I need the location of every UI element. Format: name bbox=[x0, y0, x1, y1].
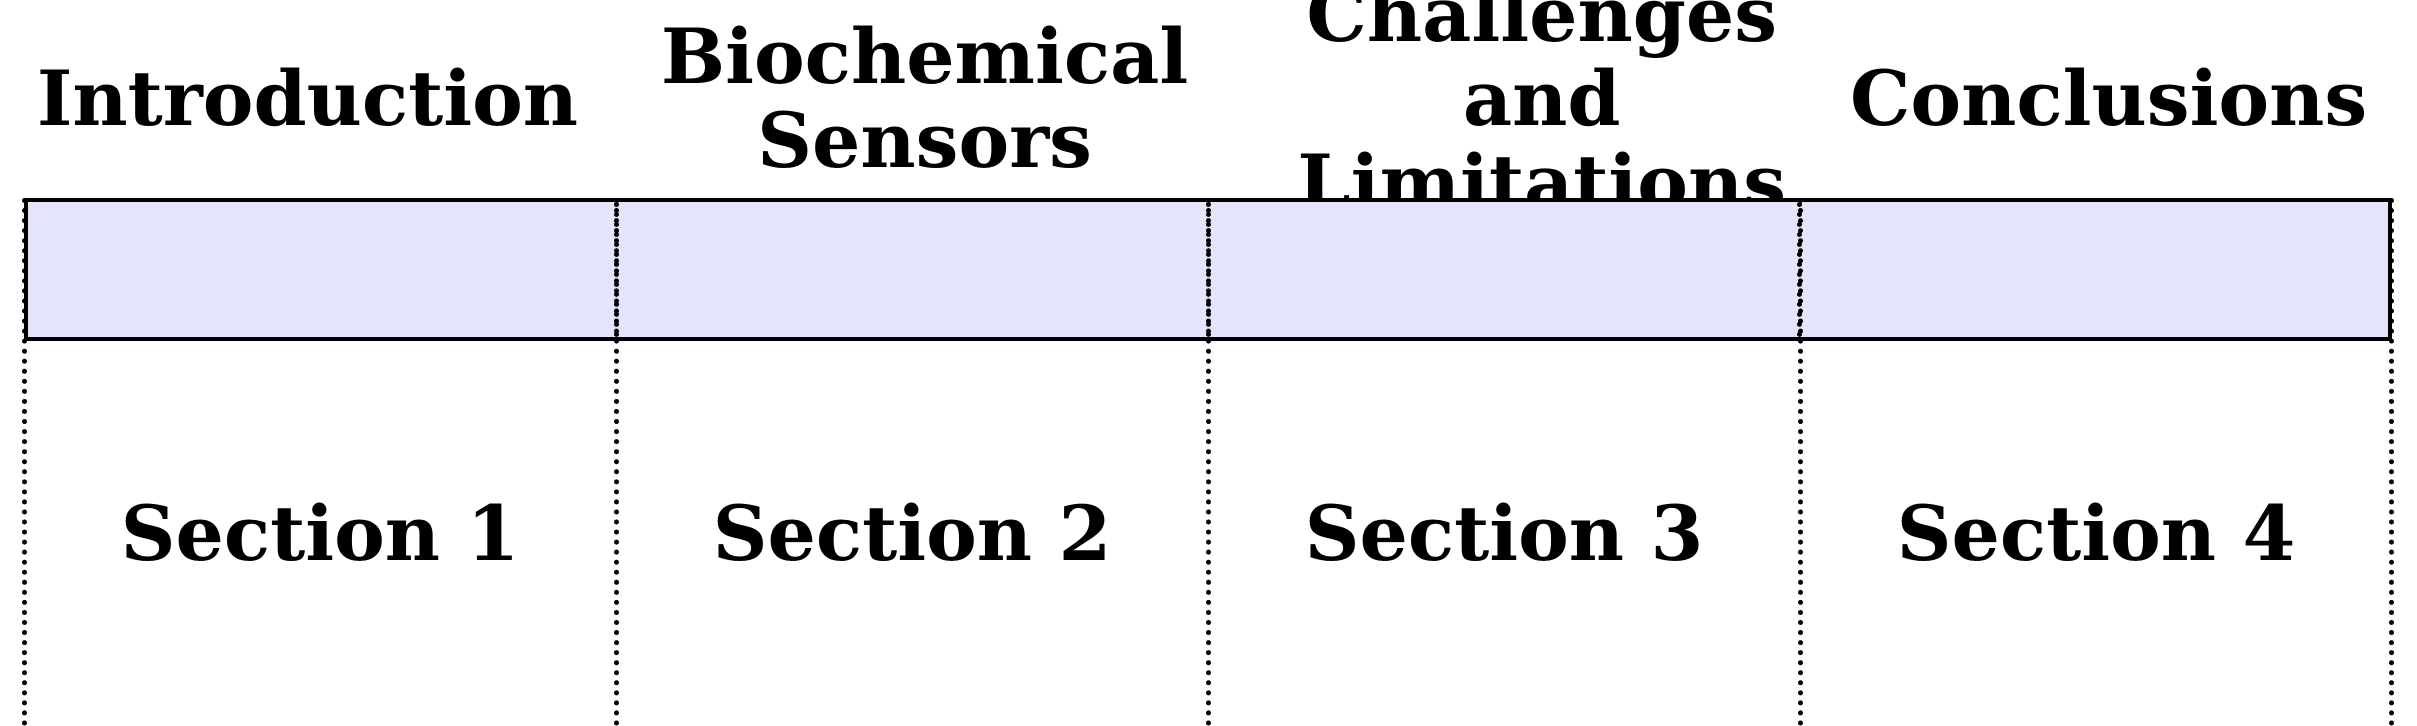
section-4-label: Section 4 bbox=[1896, 488, 2296, 578]
section-headings-row: Introduction Biochemical Sensors Challen… bbox=[24, 0, 2392, 225]
divider-left-edge bbox=[22, 198, 27, 726]
section-cell-1: Section 1 bbox=[24, 341, 616, 726]
divider-3-4 bbox=[1798, 198, 1803, 726]
section-numbers-row: Section 1 Section 2 Section 3 Section 4 bbox=[24, 341, 2392, 726]
heading-cell-2: Biochemical Sensors bbox=[591, 0, 1258, 198]
section-1-label: Section 1 bbox=[120, 488, 520, 578]
divider-1-2 bbox=[614, 198, 619, 726]
divider-right-edge bbox=[2389, 198, 2394, 726]
section-cell-4: Section 4 bbox=[1800, 341, 2392, 726]
divider-2-3 bbox=[1206, 198, 1211, 726]
section-cell-2: Section 2 bbox=[616, 341, 1208, 726]
band-segment-2 bbox=[614, 202, 1205, 337]
heading-biochemical-sensors: Biochemical Sensors bbox=[660, 12, 1189, 185]
band-segment-4 bbox=[1796, 202, 2388, 337]
heading-challenges-and-limitations: Challenges and Limitations bbox=[1297, 0, 1787, 227]
section-2-label: Section 2 bbox=[712, 488, 1112, 578]
band-segment-3 bbox=[1205, 202, 1797, 337]
section-cell-3: Section 3 bbox=[1208, 341, 1800, 726]
heading-introduction: Introduction bbox=[36, 54, 579, 143]
band-segment-1 bbox=[28, 202, 614, 337]
heading-cell-3: Challenges and Limitations bbox=[1258, 0, 1825, 225]
heading-cell-4: Conclusions bbox=[1825, 0, 2392, 198]
section-3-label: Section 3 bbox=[1304, 488, 1704, 578]
heading-conclusions: Conclusions bbox=[1849, 54, 2368, 143]
heading-cell-1: Introduction bbox=[24, 0, 591, 198]
